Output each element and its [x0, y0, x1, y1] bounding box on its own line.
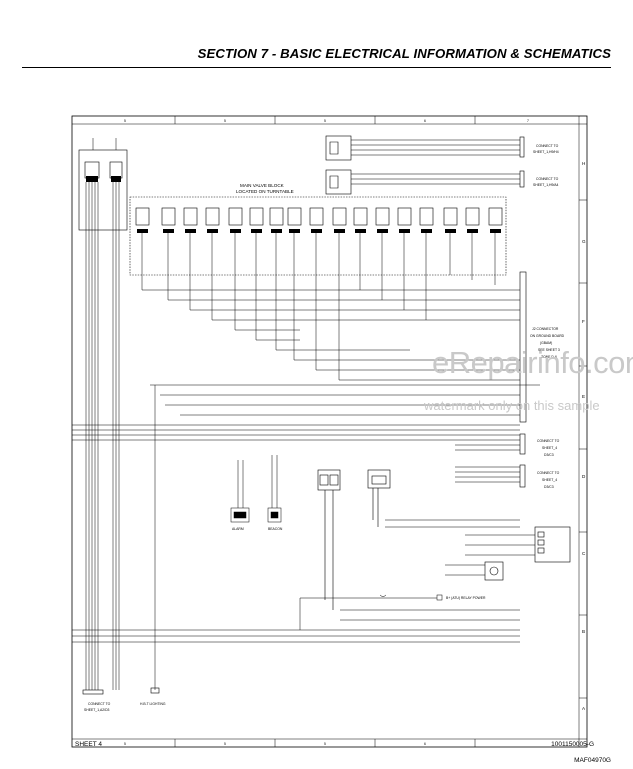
- grid-col-label: 6: [424, 742, 426, 746]
- document-number: 1001150005-G: [551, 741, 594, 748]
- svg-text:CONNECT TO: CONNECT TO: [537, 471, 560, 475]
- grid-col-label: 5: [224, 119, 226, 123]
- svg-text:CONNECT TO: CONNECT TO: [88, 702, 111, 706]
- svg-text:D3/C3: D3/C3: [544, 453, 554, 457]
- header-rule: [22, 67, 611, 68]
- grid-row-label: A: [582, 706, 586, 711]
- svg-text:(GBAM): (GBAM): [540, 341, 552, 345]
- svg-text:D3/C3: D3/C3: [544, 485, 554, 489]
- sheet-label: SHEET 4: [75, 741, 102, 748]
- page-title: SECTION 7 - BASIC ELECTRICAL INFORMATION…: [197, 46, 611, 61]
- watermark-logo: eRepairinfo.com: [432, 345, 633, 380]
- svg-text:ON GROUND BOARD: ON GROUND BOARD: [530, 334, 565, 338]
- svg-text:SHEET_1,H9/A4: SHEET_1,H9/A4: [533, 183, 559, 187]
- svg-text:SHEET_4: SHEET_4: [542, 446, 557, 450]
- left-connector-block: [78, 138, 128, 231]
- grid-col-label: 5: [124, 119, 126, 123]
- svg-text:SHEET_4: SHEET_4: [542, 478, 557, 482]
- grid-row-label: H: [582, 161, 585, 166]
- grid-col-label: 5: [124, 742, 126, 746]
- grid-row-label: C: [582, 551, 586, 556]
- grid-col-label: 6: [424, 119, 426, 123]
- svg-text:SEE SHEET 3: SEE SHEET 3: [538, 348, 560, 352]
- grid-col-label: 7: [527, 119, 529, 123]
- maf-number: MAF04970G: [574, 757, 611, 764]
- main-valve-block: MAIN VALVE BLOCK LOCATED ON TURNTABLE: [129, 183, 507, 276]
- grid-col-label: 5: [324, 119, 326, 123]
- page-header: SECTION 7 - BASIC ELECTRICAL INFORMATION…: [0, 0, 633, 80]
- svg-text:J2 CONNECTOR: J2 CONNECTOR: [532, 327, 559, 331]
- grid-row-label: D: [582, 474, 586, 479]
- svg-text:BEACON: BEACON: [268, 527, 283, 531]
- svg-text:LOCATED ON TURNTABLE: LOCATED ON TURNTABLE: [236, 189, 294, 194]
- grid-row-label: B: [582, 629, 585, 634]
- top-right-connectors: [325, 135, 525, 195]
- svg-text:ALARM: ALARM: [232, 527, 244, 531]
- grid-row-label: E: [582, 394, 585, 399]
- svg-text:MAIN VALVE BLOCK: MAIN VALVE BLOCK: [240, 183, 285, 188]
- svg-text:B+ (ATU) RELAY POWER: B+ (ATU) RELAY POWER: [446, 596, 486, 600]
- svg-text:CONNECT TO: CONNECT TO: [536, 177, 559, 181]
- svg-text:CONNECT TO: CONNECT TO: [536, 144, 559, 148]
- svg-text:SHEET_1,A2/D3: SHEET_1,A2/D3: [84, 708, 110, 712]
- j2-connector: J2 CONNECTOR ON GROUND BOARD (GBAM) SEE …: [519, 271, 565, 423]
- grid-col-label: 5: [224, 742, 226, 746]
- watermark-note: watermark only on this sample: [424, 398, 600, 413]
- svg-text:ZONE D-6: ZONE D-6: [541, 355, 557, 359]
- svg-text:SHEET_1,H9/H4: SHEET_1,H9/H4: [533, 150, 559, 154]
- svg-text:CONNECT TO: CONNECT TO: [537, 439, 560, 443]
- grid-row-label: F: [582, 319, 585, 324]
- grid-row-label: G: [582, 239, 586, 244]
- schematic-frame: [71, 115, 588, 748]
- grid-col-label: 5: [324, 742, 326, 746]
- svg-text:H.B.T LIGHTING: H.B.T LIGHTING: [140, 702, 166, 706]
